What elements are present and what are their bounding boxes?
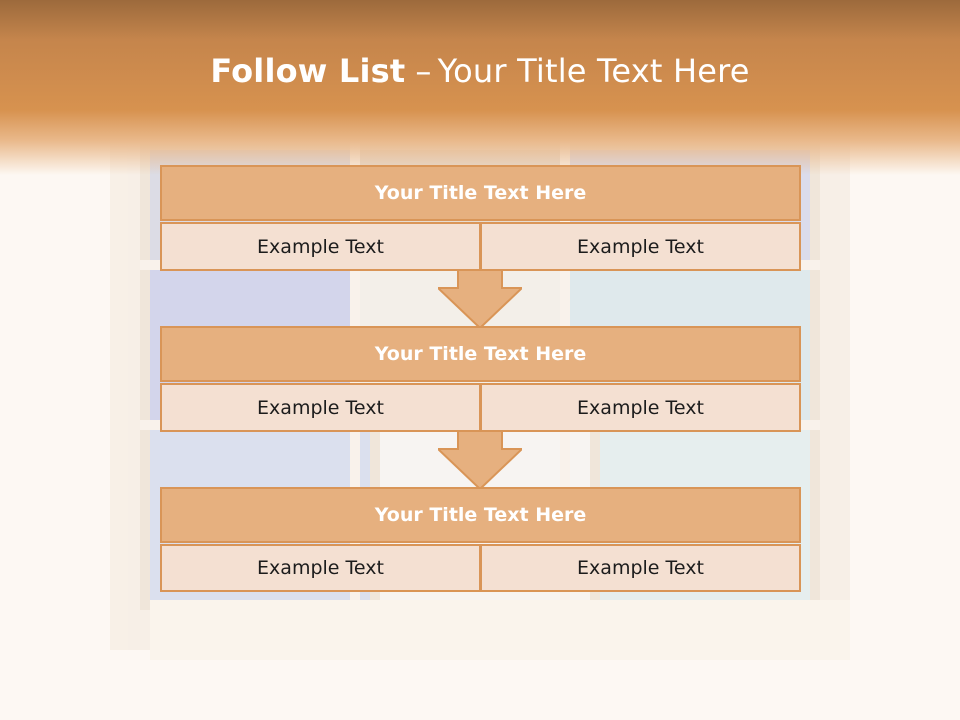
slide-title-rest: Your Title Text Here (437, 52, 750, 90)
flow-block-3: Your Title Text Here Example Text Exampl… (160, 487, 801, 593)
header-band (0, 0, 960, 175)
flow-block-2: Your Title Text Here Example Text Exampl… (160, 326, 801, 432)
slide-title-separator: – (415, 52, 432, 90)
flow-block-1: Your Title Text Here Example Text Exampl… (160, 165, 801, 271)
flow-block-cell-left[interactable]: Example Text (160, 383, 481, 432)
flow-block-title[interactable]: Your Title Text Here (160, 326, 801, 382)
flow-block-cell-right[interactable]: Example Text (480, 544, 801, 592)
flow-block-title[interactable]: Your Title Text Here (160, 165, 801, 221)
flow-block-cell-right[interactable]: Example Text (480, 383, 801, 432)
flow-block-title[interactable]: Your Title Text Here (160, 487, 801, 543)
slide-title: Follow List–Your Title Text Here (0, 52, 960, 90)
down-arrow-icon (438, 270, 522, 328)
slide-title-bold: Follow List (210, 52, 406, 90)
flow-block-cell-left[interactable]: Example Text (160, 222, 481, 271)
flow-block-cell-right[interactable]: Example Text (480, 222, 801, 271)
down-arrow-icon (438, 431, 522, 489)
flow-block-cell-left[interactable]: Example Text (160, 544, 481, 592)
